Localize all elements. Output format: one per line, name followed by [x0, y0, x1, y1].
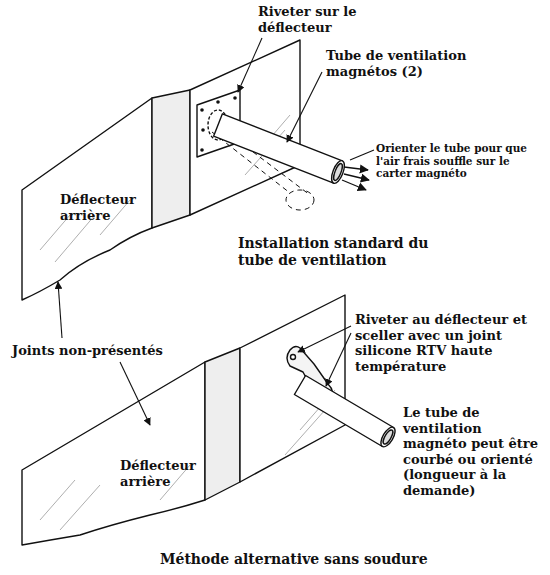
figure-caption: Méthode alternative sans soudure	[160, 551, 490, 568]
note-label: Riveter au déflecteur et sceller avec un…	[355, 312, 543, 374]
baffle-right-panel	[240, 295, 345, 482]
baffle-fold	[205, 348, 240, 500]
vent-tube	[214, 114, 343, 183]
note-label: Le tube de ventilation magnéto peut être…	[403, 405, 541, 499]
part-label: Tube de ventilation magnétos (2)	[326, 48, 501, 79]
baffle-left-panel	[22, 362, 205, 545]
part-label: Déflecteur arrière	[60, 192, 152, 223]
baffle-left-panel	[22, 98, 152, 300]
note-label: Orienter le tube pour que l'air frais so…	[376, 142, 544, 180]
vent-tube	[294, 376, 393, 447]
figure-caption: Installation standard du tube de ventila…	[238, 235, 468, 269]
baffle-fold	[152, 90, 190, 228]
part-label: Déflecteur arrière	[120, 458, 212, 489]
part-label: Joints non-présentés	[12, 343, 232, 359]
part-label: Riveter sur le déflecteur	[258, 4, 388, 35]
